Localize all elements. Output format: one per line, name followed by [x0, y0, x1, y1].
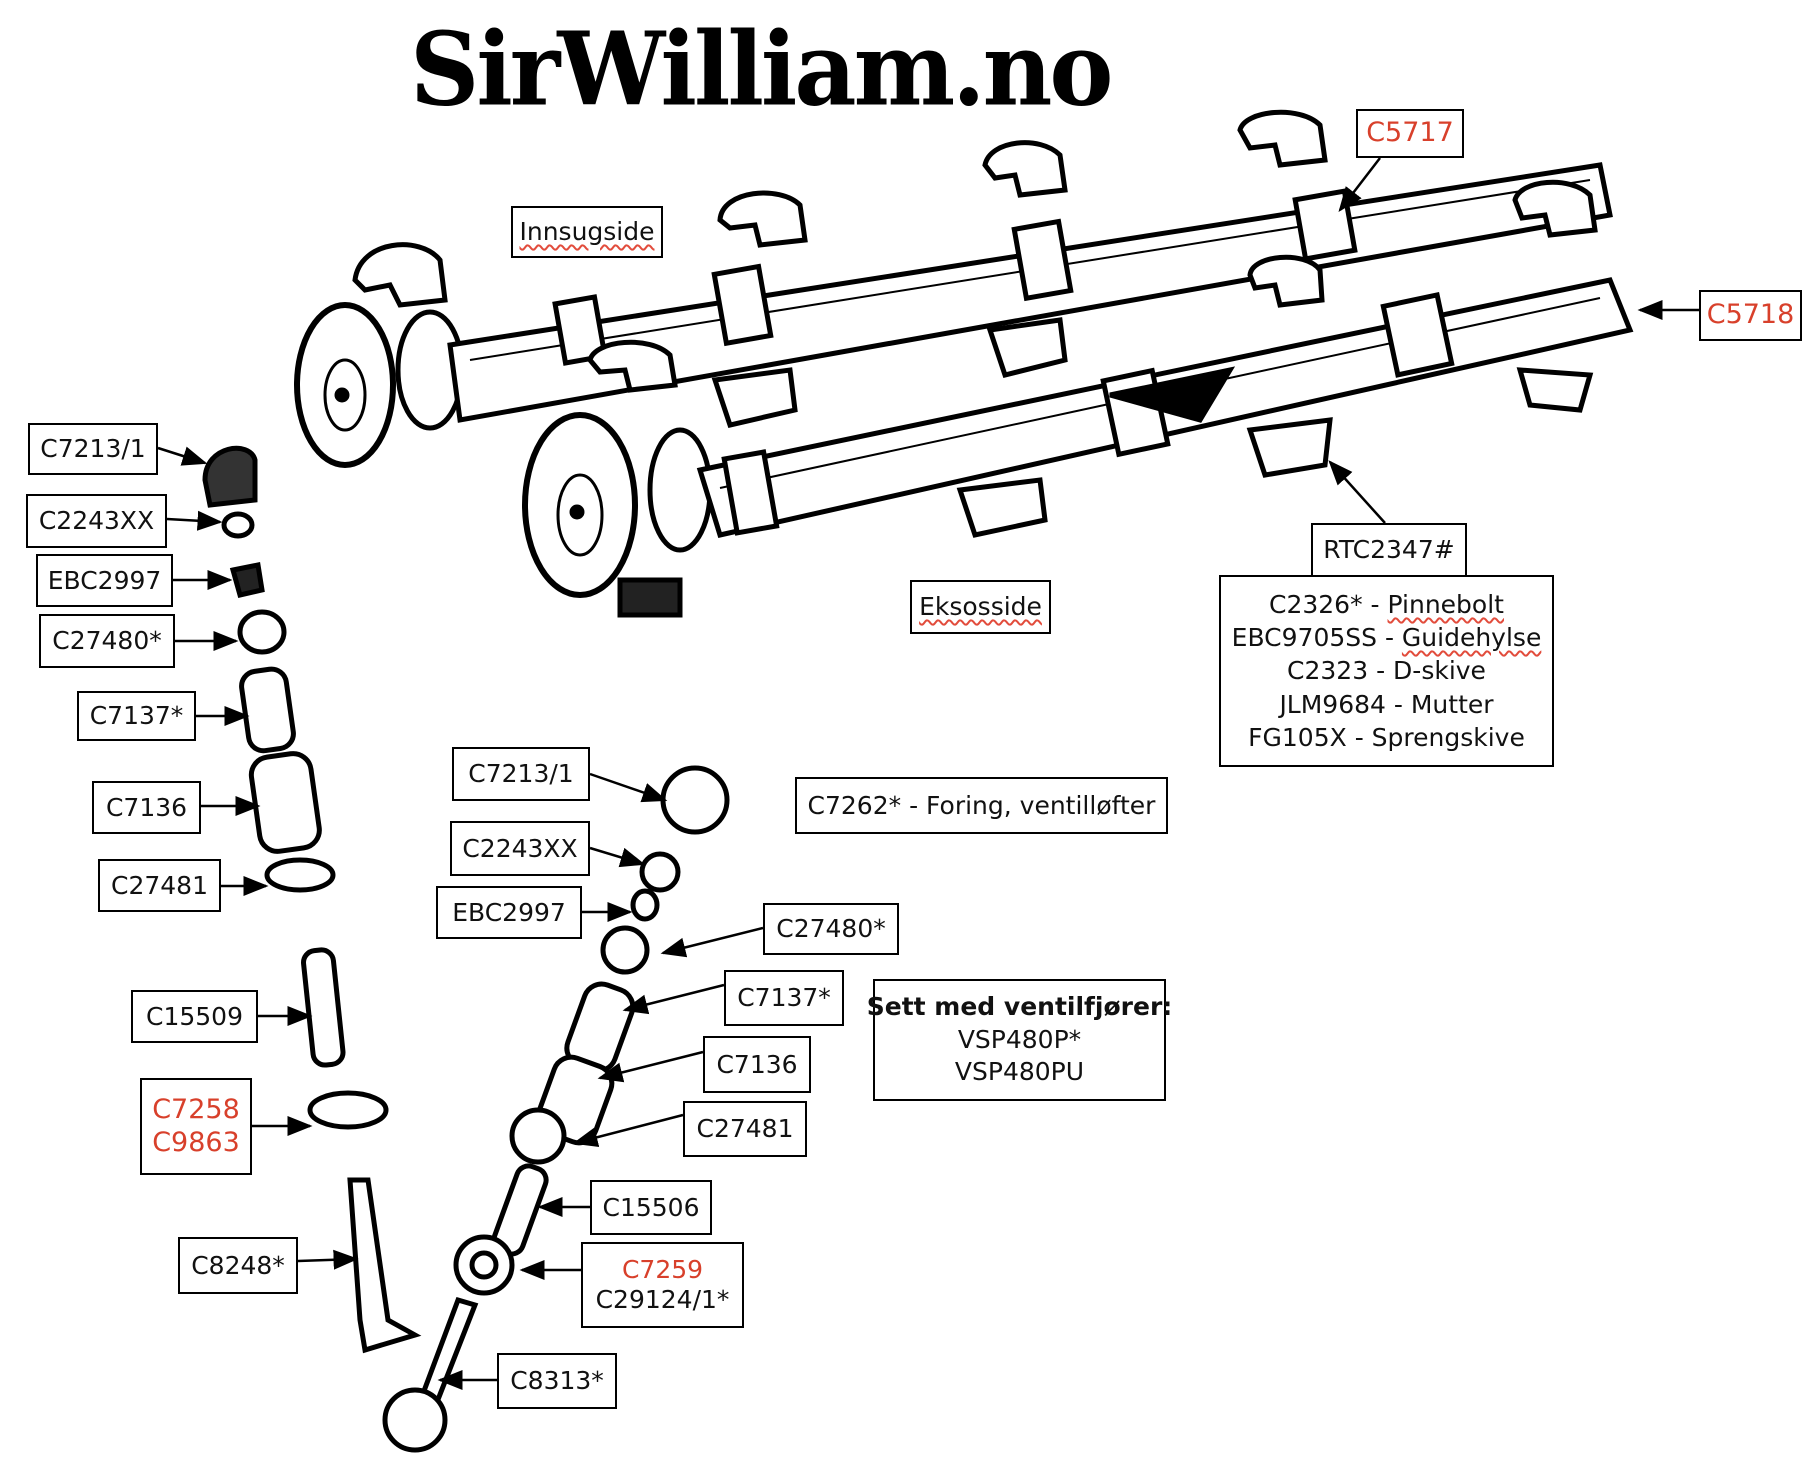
exhaust-camshaft-part-label: C5718: [1699, 290, 1802, 341]
right-tappet-label: C7213/1: [452, 747, 590, 801]
exhaust-camshaft: [522, 277, 1634, 618]
exhaust-side-text: Eksosside: [919, 592, 1042, 621]
bearing-kit-item: FG105X - Sprengskive: [1248, 722, 1525, 752]
tappet-guide-label: C7262* - Foring, ventilløfter: [795, 777, 1168, 834]
right-spring-seat-label: C27481: [683, 1101, 807, 1157]
left-valve-stack: [202, 445, 422, 1354]
intake-camshaft-part-label: C5717: [1356, 109, 1464, 158]
bearing-caps: [352, 109, 1598, 538]
left-spring-seat-label: C27481: [98, 859, 221, 912]
right-retainer-label: C27480*: [763, 903, 899, 955]
left-collets-label: EBC2997: [36, 554, 173, 607]
bearing-kit-contents: C2326* - Pinnebolt EBC9705SS - Guidehyls…: [1219, 575, 1554, 767]
right-valve-stack: [382, 765, 730, 1453]
exhaust-side-label: Eksosside: [910, 580, 1051, 634]
spring-kit-part: VSP480P*: [957, 1024, 1082, 1054]
left-retainer-label: C27480*: [39, 614, 175, 668]
spring-kit-heading: Sett med ventilfjører:: [866, 992, 1173, 1022]
right-valve-label: C8313*: [497, 1353, 617, 1409]
left-inner-spring-label: C7137*: [77, 691, 196, 741]
bearing-kit-item: JLM9684 - Mutter: [1279, 689, 1494, 719]
bearing-kit-item: C2323 - D-skive: [1287, 656, 1486, 686]
left-tappet-label: C7213/1: [28, 423, 158, 475]
right-inner-spring-label: C7137*: [724, 970, 844, 1026]
right-valve-seat-insert-label: C7259 C29124/1*: [581, 1242, 744, 1328]
left-valve-seat-insert-label: C7258 C9863: [140, 1078, 252, 1175]
left-outer-spring-label: C7136: [92, 781, 201, 834]
spring-kit-part: VSP480PU: [954, 1057, 1085, 1087]
site-logo-title: SirWilliam.no: [410, 10, 1113, 129]
left-valve-guide-label: C15509: [131, 990, 258, 1043]
valve-spring-kit-box: Sett med ventilfjører: VSP480P* VSP480PU: [867, 979, 1172, 1101]
right-valve-guide-label: C15506: [590, 1180, 712, 1235]
bearing-kit-item: EBC9705SS - Guidehylse: [1231, 623, 1542, 653]
intake-side-label: Innsugside: [511, 206, 663, 258]
bearing-kit-part-label: RTC2347#: [1311, 523, 1467, 577]
left-valve-label: C8248*: [178, 1237, 298, 1294]
bearing-kit-item: C2326* - Pinnebolt: [1269, 589, 1504, 619]
intake-camshaft: [294, 162, 1613, 468]
right-collets-label: EBC2997: [436, 886, 582, 939]
left-shim-label: C2243XX: [26, 494, 167, 548]
right-outer-spring-label: C7136: [703, 1036, 811, 1093]
leader-arrows: [157, 157, 1699, 1390]
intake-side-text: Innsugside: [519, 217, 655, 246]
right-shim-label: C2243XX: [450, 821, 590, 876]
